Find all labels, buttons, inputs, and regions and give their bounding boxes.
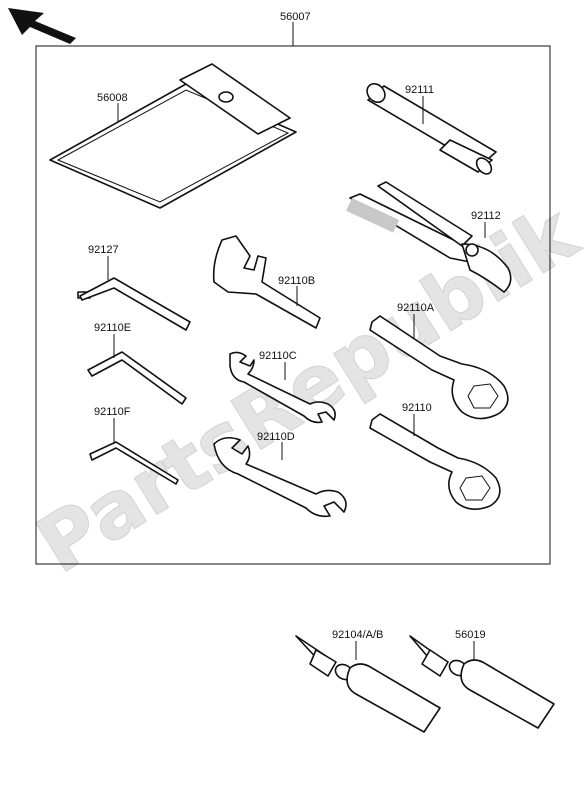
label-wrench-ring-a: 92110A [397,302,435,314]
wrench-open-d [213,436,347,518]
label-tube-left: 92104/A/B [332,629,383,641]
label-tube-tool: 92111 [405,84,434,96]
hex-key-large [77,277,191,331]
label-wrench-open-d: 92110D [257,431,295,443]
wrench-ring-a [369,315,509,420]
label-hex-key-large: 92127 [88,244,119,256]
kit-label: 56007 [280,11,311,23]
hex-key-small [89,441,179,485]
direction-arrow-icon [8,8,76,44]
label-pliers: 92112 [471,210,501,222]
tube-right [409,635,555,729]
tube-tool [366,82,497,175]
wrench-ring [369,413,501,510]
label-hex-key-mid: 92110E [94,322,131,334]
tool-bag [49,63,297,209]
label-spanner-hook: 92110B [278,275,315,287]
label-tool-bag: 56008 [97,92,128,104]
label-wrench-open-c: 92110C [259,350,297,362]
pliers [346,181,512,293]
wrench-open-c [229,351,336,424]
tube-left [295,635,441,733]
label-wrench-ring: 92110 [402,402,432,414]
spanner-hook [212,235,321,329]
label-hex-key-small: 92110F [94,406,131,418]
label-tube-right: 56019 [455,629,486,641]
hex-key-mid [87,351,187,405]
